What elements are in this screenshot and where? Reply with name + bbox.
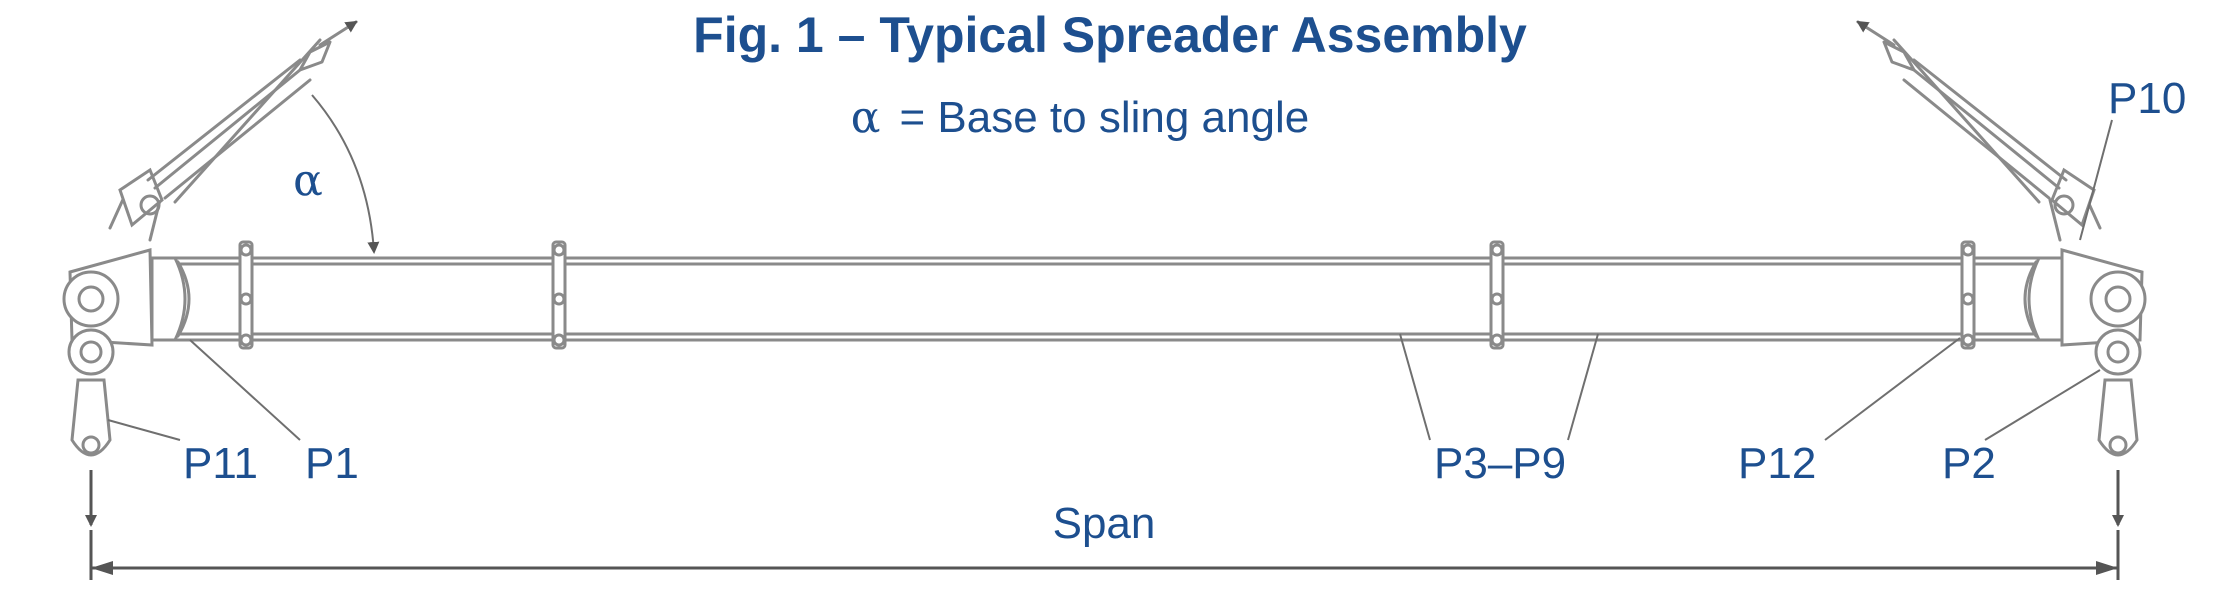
- legend-alpha-symbol: α: [851, 92, 881, 143]
- callout-leaders: [107, 119, 2113, 441]
- leader-p3-p9-right: [1567, 333, 1599, 441]
- callout-p11: P11: [183, 439, 258, 488]
- leader-p1: [189, 339, 301, 441]
- angle-legend: α = Base to sling angle: [851, 92, 1309, 143]
- span-dimension: Span: [89, 499, 2120, 580]
- figure-title: Fig. 1 – Typical Spreader Assembly: [693, 7, 1527, 63]
- span-arrow-left: [91, 561, 113, 575]
- leader-p10: [2079, 119, 2113, 241]
- right-end-cap-body: [2027, 256, 2064, 342]
- flange-joint-left-inner: [551, 240, 567, 350]
- leader-p2: [1984, 369, 2101, 441]
- right-end-fitting: [2048, 193, 2147, 376]
- callout-p3-p9: P3–P9: [1434, 439, 1566, 488]
- left-upper-pin: [62, 270, 120, 328]
- right-lower-pin: [2094, 328, 2142, 376]
- flange-joint-left-outer: [238, 240, 254, 350]
- right-load-shackle: [2097, 378, 2139, 527]
- callout-p2: P2: [1942, 439, 1996, 488]
- callout-p10: P10: [2108, 74, 2186, 123]
- left-load-shackle: [70, 378, 112, 527]
- span-label: Span: [1053, 499, 1156, 548]
- callout-p1: P1: [305, 439, 359, 488]
- leader-p3-p9-left: [1399, 333, 1431, 441]
- spreader-beam: [150, 256, 2064, 342]
- left-end-fitting: [62, 193, 162, 376]
- callout-p12: P12: [1738, 439, 1816, 488]
- left-sling-shackle: [118, 167, 164, 228]
- left-sling-assembly: [118, 20, 358, 228]
- left-sling-arrow: [318, 20, 358, 47]
- leader-p12: [1824, 337, 1961, 441]
- right-sling-assembly: [1856, 20, 2096, 228]
- left-lower-pin: [67, 328, 115, 376]
- span-arrow-right: [2096, 561, 2118, 575]
- right-sling-arrow: [1856, 20, 1896, 47]
- angle-alpha-label: α: [293, 155, 323, 206]
- sling-angle-indicator: α: [293, 94, 380, 254]
- legend-text: = Base to sling angle: [899, 93, 1309, 142]
- flange-joint-right-inner: [1489, 240, 1505, 350]
- left-end-cap-body: [150, 256, 187, 342]
- flange-joint-right-outer: [1960, 240, 1976, 350]
- left-end-cap: [150, 256, 191, 342]
- right-upper-pin: [2089, 270, 2147, 328]
- beam-body: [150, 256, 2064, 342]
- right-end-cap: [2023, 256, 2064, 342]
- leader-p11: [107, 419, 181, 441]
- angle-arc: [311, 94, 380, 254]
